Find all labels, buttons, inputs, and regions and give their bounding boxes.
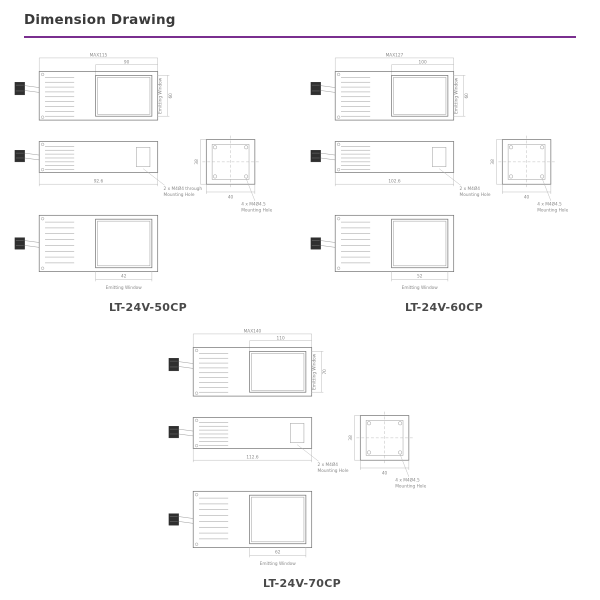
window-label: Emitting Window <box>260 561 297 567</box>
emitting-window-label: Emitting Window <box>454 77 460 114</box>
dim-length-label: 112.6 <box>246 454 258 460</box>
top-side-view: MAX140 110 <box>168 328 328 397</box>
mounting-note-line2: Mounting Hole <box>460 192 491 198</box>
end-view: 38 40 4 x M4Ø4.5 Mounting Hole <box>348 411 427 489</box>
connector-icon <box>14 150 25 163</box>
connector-icon <box>168 513 179 526</box>
mounting-hole <box>244 174 249 179</box>
connector-icon <box>310 150 321 163</box>
connector-icon <box>14 82 25 96</box>
dim-length-label: 102.6 <box>388 178 400 184</box>
connector-icon <box>310 237 321 250</box>
dim-a-label: 100 <box>419 59 427 65</box>
page-title: Dimension Drawing <box>24 12 176 28</box>
middle-side-view: 102.6 2 x M4Ø4 Mounting Hole <box>310 141 491 198</box>
vent-slots <box>341 146 371 170</box>
mounting-note-line1: 2 x M4Ø4 <box>318 461 339 468</box>
drawing-group-lt-24v-50cp: MAX115 90 <box>12 52 284 314</box>
emitting-window <box>95 75 153 117</box>
dim-end-width-label: 40 <box>524 194 530 200</box>
dim-max-label: MAX115 <box>90 52 108 58</box>
vent-slots <box>341 221 371 264</box>
mounting-note-line1: 2 x M4Ø4 <box>460 185 481 192</box>
mounting-hole <box>213 145 218 150</box>
mounting-hole <box>509 145 514 150</box>
vent-slots <box>199 497 229 540</box>
bottom-view: 52 Emitting Window <box>310 214 455 291</box>
end-view: 38 40 4 x M4Ø4.5 Mounting Hole <box>194 135 273 213</box>
accent-divider <box>24 36 576 38</box>
connector-icon <box>168 426 179 439</box>
connector-icon <box>14 237 25 250</box>
end-view: 38 40 4 x M4Ø4.5 Mounting Hole <box>490 135 569 213</box>
emitting-window <box>249 494 307 545</box>
mounting-hole <box>509 174 514 179</box>
vent-slots <box>45 146 75 170</box>
product-model-label: LT-24V-50CP <box>109 301 187 314</box>
drawing-group-lt-24v-60cp: MAX127 100 <box>308 52 580 314</box>
middle-side-view: 92.6 2 x M4Ø4 through Mounting Hole <box>14 141 203 198</box>
middle-side-view: 112.6 2 x M4Ø4 Mounting Hole <box>168 417 349 474</box>
vent-slots <box>341 77 371 117</box>
dim-b-label: 60 <box>464 93 470 99</box>
dim-end-height-label: 38 <box>348 435 354 441</box>
mounting-hole <box>367 450 372 455</box>
emitting-window-label: Emitting Window <box>312 353 318 390</box>
mounting-hole <box>540 174 545 179</box>
vent-slots <box>45 77 75 117</box>
dimension-drawing: MAX127 100 <box>310 52 569 291</box>
emitting-window <box>391 75 449 117</box>
dim-a-label: 90 <box>124 59 130 65</box>
mounting-hole <box>244 145 249 150</box>
bottom-view: 62 Emitting Window <box>168 490 313 567</box>
product-model-label: LT-24V-70CP <box>263 577 341 590</box>
dimension-drawing: MAX115 90 <box>14 52 273 291</box>
dim-c-label: 62 <box>275 549 281 555</box>
dim-max-label: MAX140 <box>244 328 262 334</box>
vent-slots <box>199 422 229 446</box>
dim-length-label: 92.6 <box>94 178 104 184</box>
dim-end-height-label: 38 <box>490 159 496 165</box>
dim-c-label: 52 <box>417 273 423 279</box>
product-model-label: LT-24V-60CP <box>405 301 483 314</box>
holes-note-line1: 4 x M4Ø4.5 <box>395 477 420 484</box>
holes-note-line2: Mounting Hole <box>395 483 426 489</box>
top-side-view: MAX127 100 <box>310 52 470 121</box>
dim-end-width-label: 40 <box>382 470 388 476</box>
holes-note-line1: 4 x M4Ø4.5 <box>537 201 562 208</box>
mounting-hole <box>367 421 372 426</box>
holes-note-line1: 4 x M4Ø4.5 <box>241 201 266 208</box>
dim-b-label: 70 <box>322 369 328 375</box>
mounting-hole <box>398 450 403 455</box>
connector-icon <box>310 82 321 96</box>
mounting-note-line2: Mounting Hole <box>164 192 195 198</box>
mounting-note-line2: Mounting Hole <box>318 468 349 474</box>
mounting-hole <box>213 174 218 179</box>
drawing-group-lt-24v-70cp: MAX140 110 <box>166 328 438 590</box>
vent-slots <box>45 221 75 264</box>
emitting-window <box>391 218 449 269</box>
dim-end-width-label: 40 <box>228 194 234 200</box>
bottom-view: 42 Emitting Window <box>14 214 159 291</box>
vent-slots <box>199 353 229 393</box>
holes-note-line2: Mounting Hole <box>537 207 568 213</box>
dim-end-height-label: 38 <box>194 159 200 165</box>
window-label: Emitting Window <box>402 285 439 291</box>
mounting-hole <box>540 145 545 150</box>
dim-b-label: 60 <box>168 93 174 99</box>
window-label: Emitting Window <box>106 285 143 291</box>
emitting-window-label: Emitting Window <box>158 77 164 114</box>
emitting-window <box>95 218 153 269</box>
mounting-note-line1: 2 x M4Ø4 through <box>164 185 203 192</box>
dim-c-label: 42 <box>121 273 127 279</box>
emitting-window <box>249 351 307 393</box>
holes-note-line2: Mounting Hole <box>241 207 272 213</box>
connector-icon <box>168 358 179 372</box>
top-side-view: MAX115 90 <box>14 52 174 121</box>
mounting-hole <box>398 421 403 426</box>
dimension-drawing: MAX140 110 <box>168 328 427 567</box>
dim-a-label: 110 <box>277 335 285 341</box>
dim-max-label: MAX127 <box>386 52 404 58</box>
